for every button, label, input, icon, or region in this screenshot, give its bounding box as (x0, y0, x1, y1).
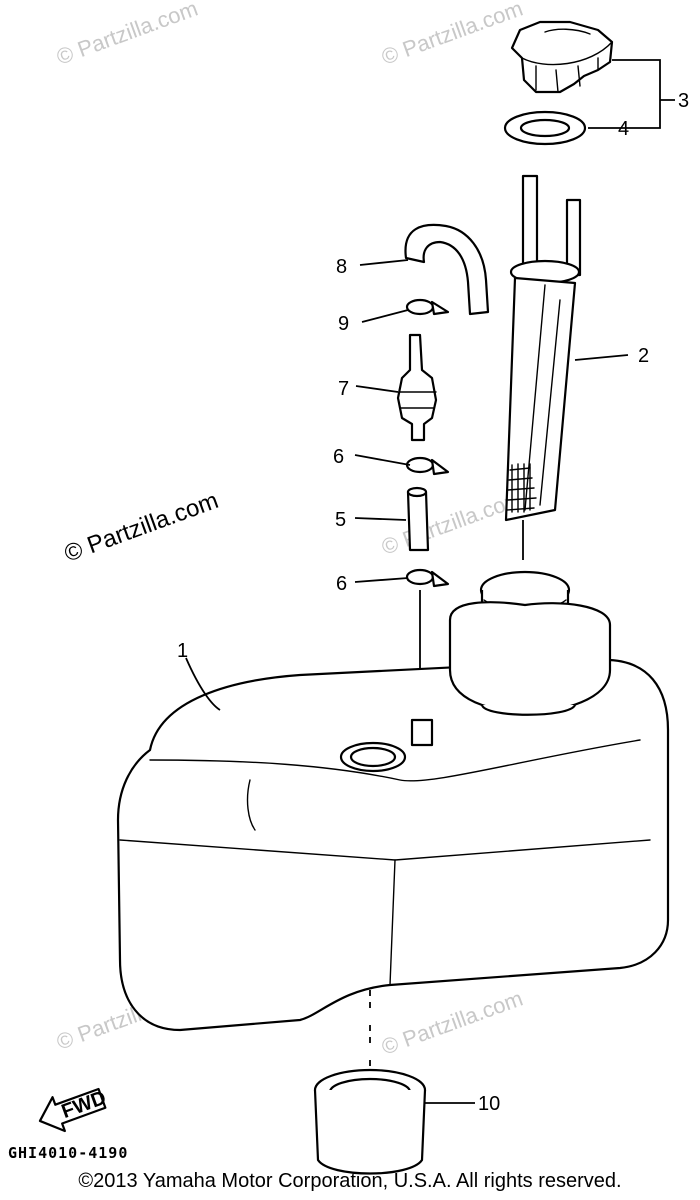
leader-lines (185, 59, 675, 1104)
watermark: © Partzilla.com (378, 0, 526, 70)
callout-5: 5 (335, 509, 346, 531)
hose (404, 223, 490, 316)
short-hose (406, 486, 430, 552)
strainer-mesh (506, 463, 537, 513)
callout-7: 7 (338, 378, 349, 400)
fwd-label: FWD (59, 1087, 109, 1123)
watermark: © Partzilla.com (378, 486, 526, 560)
callout-2: 2 (638, 345, 649, 367)
callout-3: 3 (678, 90, 689, 112)
drain-cap (313, 990, 427, 1175)
hose-clip-6-lower (405, 568, 450, 588)
fuel-strainer (504, 174, 582, 560)
callout-numbers: 1 2 3 4 5 6 6 7 8 9 10 (177, 90, 689, 1115)
callout-9: 9 (338, 313, 349, 335)
callout-8: 8 (336, 256, 347, 278)
fwd-arrow: FWD (38, 1087, 109, 1133)
watermark: © Partzilla.com (53, 0, 201, 70)
hose-clip-6-upper (405, 456, 450, 476)
hose-clip-9 (405, 298, 450, 316)
fuel-filter (396, 333, 438, 442)
part-code: GHI4010-4190 (8, 1144, 128, 1162)
copyright: ©2013 Yamaha Motor Corporation, U.S.A. A… (78, 1170, 622, 1192)
callout-1: 1 (177, 640, 188, 662)
gasket (503, 110, 587, 146)
callout-4: 4 (618, 118, 629, 140)
callout-6: 6 (336, 573, 347, 595)
callout-6: 6 (333, 446, 344, 468)
callout-10: 10 (478, 1093, 500, 1115)
fuel-cap (510, 20, 614, 94)
fuel-tank (116, 570, 670, 1032)
watermark-dark: © Partzilla.com (61, 487, 222, 568)
watermark: © Partzilla.com (378, 986, 526, 1060)
